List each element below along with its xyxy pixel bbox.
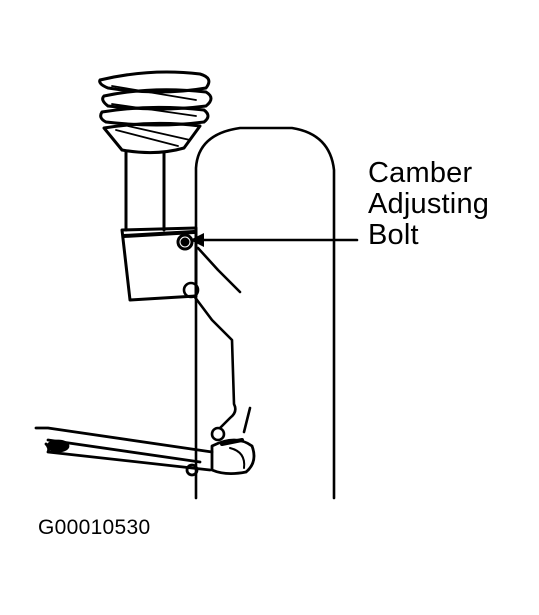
lower-strut-bolt: [182, 281, 200, 299]
steering-knuckle: [192, 246, 252, 442]
spring-seat: [102, 121, 202, 155]
callout-line-3: Bolt: [368, 219, 419, 251]
camber-adjusting-bolt: [176, 233, 194, 251]
strut-body: [120, 150, 198, 302]
coil-spring: [98, 70, 213, 127]
tire-outline: [194, 126, 336, 500]
lower-control-arm: [34, 426, 214, 472]
ball-joint: [185, 438, 256, 477]
callout-line-1: Camber: [368, 157, 473, 189]
callout-label: Camber Adjusting Bolt: [368, 158, 489, 251]
callout-leader-arrow: [190, 233, 359, 247]
callout-line-2: Adjusting: [368, 188, 490, 220]
figure-id: G00010530: [38, 516, 151, 539]
